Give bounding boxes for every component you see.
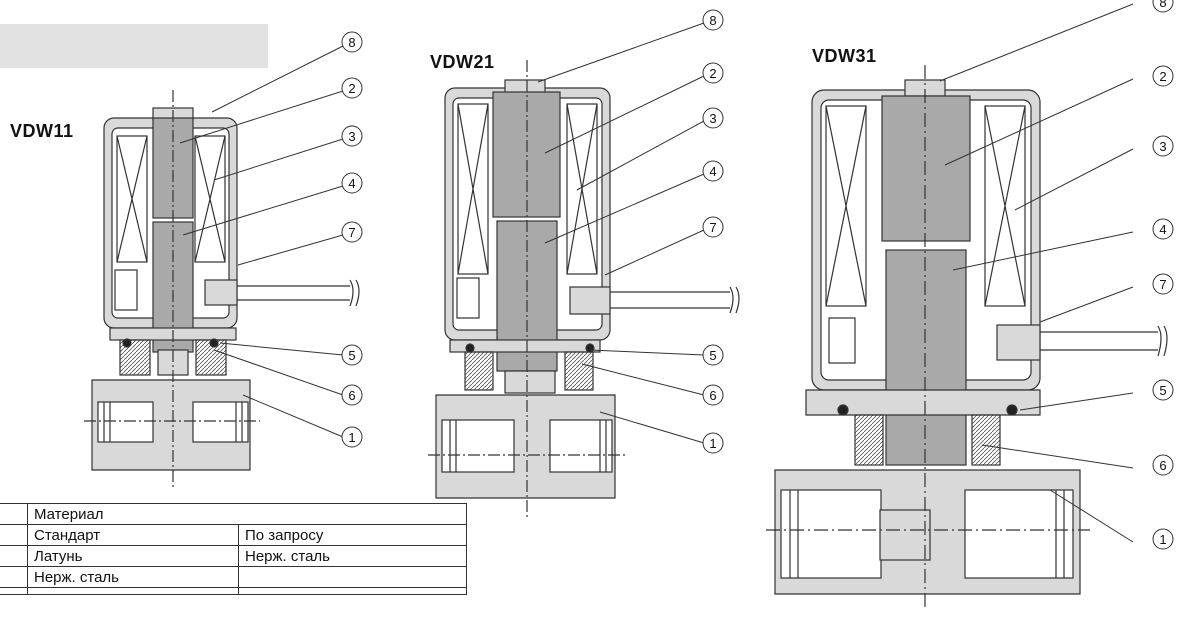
marker-6 — [1152, 454, 1174, 476]
valve-vdw11 — [84, 90, 360, 490]
marker-1 — [1152, 528, 1174, 550]
valve-vdw31 — [766, 65, 1168, 610]
svg-text:4: 4 — [348, 176, 355, 191]
marker-8 — [702, 9, 724, 31]
svg-text:2: 2 — [1159, 69, 1166, 84]
svg-text:7: 7 — [709, 220, 716, 235]
marker-7 — [1152, 273, 1174, 295]
svg-text:8: 8 — [1159, 0, 1166, 10]
marker-3 — [341, 125, 363, 147]
model-title-vdw31: VDW31 — [812, 46, 877, 66]
marker-7 — [341, 221, 363, 243]
table-row — [0, 587, 467, 595]
marker-5 — [702, 344, 724, 366]
marker-5 — [1152, 379, 1174, 401]
marker-2 — [1152, 65, 1174, 87]
svg-text:5: 5 — [348, 348, 355, 363]
table-row: Нерж. сталь — [0, 566, 467, 588]
svg-text:3: 3 — [709, 111, 716, 126]
svg-text:6: 6 — [709, 388, 716, 403]
marker-2 — [702, 62, 724, 84]
svg-text:5: 5 — [709, 348, 716, 363]
leader-lines — [179, 3, 1134, 543]
material-table: Материал Стандарт По запросу Латунь Нерж… — [0, 503, 467, 595]
svg-text:7: 7 — [348, 225, 355, 240]
marker-1 — [341, 426, 363, 448]
marker-4 — [341, 172, 363, 194]
svg-text:2: 2 — [709, 66, 716, 81]
table-row: Материал — [0, 503, 467, 525]
svg-text:4: 4 — [709, 164, 716, 179]
svg-text:8: 8 — [709, 13, 716, 28]
model-title-vdw11: VDW11 — [10, 121, 74, 141]
model-title-vdw21: VDW21 — [430, 52, 495, 72]
material-header: Материал — [27, 503, 467, 525]
svg-text:1: 1 — [709, 436, 716, 451]
marker-5 — [341, 344, 363, 366]
svg-text:6: 6 — [348, 388, 355, 403]
marker-3 — [702, 107, 724, 129]
marker-8 — [1152, 0, 1174, 13]
marker-4 — [1152, 218, 1174, 240]
marker-4 — [702, 160, 724, 182]
row-standard: Латунь — [27, 545, 239, 567]
svg-text:8: 8 — [348, 35, 355, 50]
marker-8 — [341, 31, 363, 53]
svg-text:1: 1 — [1159, 532, 1166, 547]
svg-text:6: 6 — [1159, 458, 1166, 473]
row-optional — [238, 566, 467, 588]
svg-text:3: 3 — [1159, 139, 1166, 154]
marker-6 — [702, 384, 724, 406]
svg-text:4: 4 — [1159, 222, 1166, 237]
col-standard: Стандарт — [27, 524, 239, 546]
svg-text:5: 5 — [1159, 383, 1166, 398]
svg-text:2: 2 — [348, 81, 355, 96]
marker-7 — [702, 216, 724, 238]
row-standard: Нерж. сталь — [27, 566, 239, 588]
part-markers — [341, 0, 1174, 550]
svg-text:3: 3 — [348, 129, 355, 144]
marker-3 — [1152, 135, 1174, 157]
row-optional: Нерж. сталь — [238, 545, 467, 567]
header-banner — [0, 24, 268, 68]
marker-1 — [702, 432, 724, 454]
part-marker-labels: 8 2 3 4 7 5 6 1 8 2 3 4 7 5 6 1 8 2 3 4 … — [348, 0, 1166, 547]
table-row: Стандарт По запросу — [0, 524, 467, 546]
col-optional: По запросу — [238, 524, 467, 546]
marker-6 — [341, 384, 363, 406]
valve-vdw21 — [428, 60, 740, 520]
svg-text:7: 7 — [1159, 277, 1166, 292]
marker-2 — [341, 77, 363, 99]
svg-text:1: 1 — [348, 430, 355, 445]
table-row: Латунь Нерж. сталь — [0, 545, 467, 567]
